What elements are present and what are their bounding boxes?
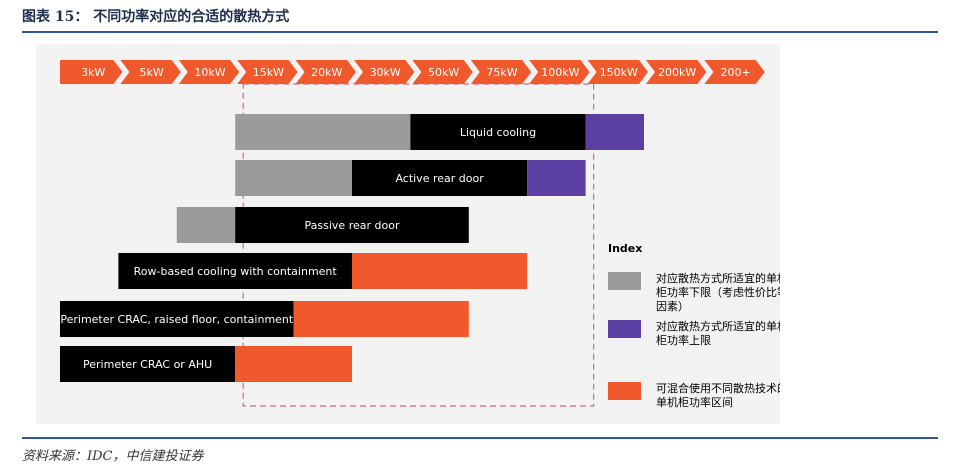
- legend-swatch: [608, 320, 641, 338]
- legend-label-line: 对应散热方式所适宜的单机: [656, 319, 780, 333]
- legend-label-line: 对应散热方式所适宜的单机: [656, 271, 780, 285]
- scale-arrow: [237, 60, 298, 84]
- scale-arrow: [587, 60, 648, 84]
- bar-label: Perimeter CRAC or AHU: [83, 358, 212, 371]
- scale-arrow: [646, 60, 707, 84]
- scale-arrow: [412, 60, 473, 84]
- legend-label-line: 单机柜功率区间: [656, 395, 733, 409]
- scale-tick-label: 5kW: [139, 66, 163, 79]
- legend-label-line: 因素）: [656, 300, 689, 313]
- legend-label-line: 柜功率下限（考虑性价比等: [656, 285, 780, 299]
- scale-tick-label: 10kW: [194, 66, 225, 79]
- legend-swatch: [608, 382, 641, 400]
- scale-tick-label: 3kW: [81, 66, 105, 79]
- figure-title: 图表 15： 不同功率对应的合适的散热方式: [22, 9, 290, 25]
- bar-core-range: [410, 114, 586, 150]
- chart-area: 3kW 5kW 10kW 15kW 20kW 30kW 50kW 75kW 100kW 150kW…: [36, 44, 788, 424]
- bar-label: Liquid cooling: [460, 126, 536, 139]
- scale-tick-label: 200kW: [658, 66, 696, 79]
- scale-tick-label: 15kW: [253, 66, 284, 79]
- bar-lower-bound: [176, 207, 236, 243]
- bar-core-range: [60, 346, 236, 382]
- scale-arrow: [470, 60, 532, 84]
- scale-arrow: [704, 60, 765, 84]
- bar-upper-bound: [585, 114, 644, 150]
- bar-core-range: [235, 207, 469, 243]
- cooling-power-chart: 3kW 5kW 10kW 15kW 20kW 30kW 50kW 75kW 100kW 150kW…: [60, 60, 788, 409]
- bar-mixed-range: [235, 346, 352, 382]
- bar-lower-bound: [235, 160, 352, 196]
- scale-arrow: [60, 60, 123, 84]
- highlight-range-box: [242, 83, 595, 407]
- bar-core-range: [118, 253, 353, 289]
- bar-upper-bound: [527, 160, 586, 196]
- legend-swatch: [608, 272, 641, 290]
- bar-mixed-range: [352, 253, 528, 289]
- legend-title: Index: [608, 242, 642, 255]
- scale-arrow: [120, 60, 181, 84]
- bar-label: Passive rear door: [305, 219, 400, 232]
- legend-label: 对应散热方式所适宜的单机柜功率上限: [656, 319, 780, 347]
- scale-arrow: [354, 60, 415, 84]
- legend-label-line: 可混合使用不同散热技术的: [656, 381, 780, 395]
- bar-label: Row-based cooling with containment: [134, 265, 338, 278]
- scale-arrow: [529, 60, 590, 84]
- legend-label-line: 柜功率上限: [656, 333, 711, 347]
- bar-core-range: [60, 301, 294, 337]
- bar-label: Perimeter CRAC, raised floor, containmen…: [60, 313, 294, 326]
- bar-label: Active rear door: [395, 172, 484, 185]
- scale-tick-label: 75kW: [486, 66, 517, 79]
- scale-tick-label: 150kW: [600, 66, 638, 79]
- bar-core-range: [352, 160, 528, 196]
- scale-tick-label: 50kW: [428, 66, 459, 79]
- scale-tick-label: 30kW: [370, 66, 401, 79]
- legend-label: 可混合使用不同散热技术的单机柜功率区间: [656, 381, 780, 409]
- title-divider: [22, 31, 938, 33]
- scale-tick-label: 200+: [720, 66, 750, 79]
- bar-lower-bound: [235, 114, 411, 150]
- scale-tick-label: 20kW: [311, 66, 342, 79]
- legend-label: 对应散热方式所适宜的单机柜功率下限（考虑性价比等因素）: [656, 271, 780, 313]
- bar-mixed-range: [293, 301, 469, 337]
- source-divider: [22, 437, 938, 439]
- scale-tick-label: 100kW: [541, 66, 579, 79]
- scale-arrow: [178, 60, 240, 84]
- scale-arrow: [295, 60, 356, 84]
- figure-source: 资料来源：IDC，中信建投证券: [22, 449, 204, 464]
